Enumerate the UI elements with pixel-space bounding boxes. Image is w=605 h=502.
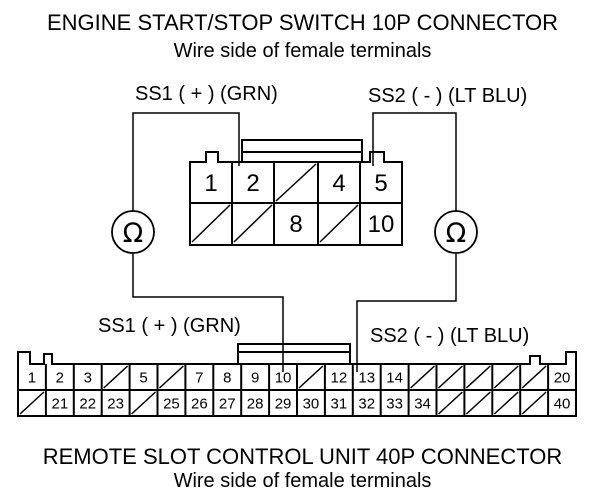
bottom-connector-terminal-21: 21 (52, 395, 69, 412)
top-connector-terminal-4: 4 (332, 170, 345, 197)
bottom-connector-terminal-25: 25 (163, 395, 180, 412)
bottom-connector-latch (237, 343, 351, 365)
bottom-connector-terminal-13: 13 (358, 369, 375, 386)
ss2-bottom-label: SS2 ( - ) (LT BLU) (370, 325, 530, 347)
bottom-connector-subtitle: Wire side of female terminals (173, 470, 432, 492)
bottom-connector-terminal-28: 28 (247, 395, 264, 412)
ss2-wire-bottom (356, 254, 457, 372)
bottom-connector-terminal-31: 31 (331, 395, 348, 412)
bottom-connector-blank-terminal (19, 391, 45, 415)
ss1-bottom-label: SS1 ( + ) (GRN) (98, 315, 241, 337)
ss1-top-label: SS1 ( + ) (GRN) (135, 83, 278, 105)
ss2-wire-top (372, 112, 457, 211)
bottom-connector-blank-terminal (298, 365, 324, 389)
top-connector-blank-terminal (319, 204, 359, 243)
bottom-connector-blank-terminal (521, 365, 547, 389)
bottom-connector-blank-terminal (437, 365, 463, 389)
ohmmeter-left-circle (111, 210, 155, 254)
bottom-connector-blank-terminal (465, 391, 491, 415)
ohmmeter-right-circle (434, 210, 478, 254)
bottom-connector-terminal-33: 33 (386, 395, 403, 412)
bottom-connector-terminal-14: 14 (386, 369, 403, 386)
bottom-connector-terminal-12: 12 (331, 369, 348, 386)
bottom-connector-terminal-23: 23 (107, 395, 124, 412)
top-connector-terminal-10: 10 (368, 211, 395, 238)
bottom-connector-blank-terminal (437, 391, 463, 415)
top-connector-body (189, 151, 403, 246)
ss2-top-label: SS2 ( - ) (LT BLU) (368, 85, 528, 107)
ohm-icon-left: Ω (123, 218, 144, 249)
bottom-connector-terminal-8: 8 (223, 369, 231, 386)
top-connector-terminal-5: 5 (374, 170, 387, 197)
top-connector-blank-terminal (275, 163, 317, 202)
bottom-connector-terminal-27: 27 (219, 395, 236, 412)
ohmmeter-left: Ω (111, 210, 155, 254)
ss1-wire-top (132, 112, 240, 211)
top-connector-blank-terminal (191, 204, 231, 243)
top-connector-title: ENGINE START/STOP SWITCH 10P CONNECTOR (47, 10, 558, 35)
bottom-connector-terminal-40: 40 (554, 395, 571, 412)
top-connector-terminal-2: 2 (246, 170, 259, 197)
top-connector-terminal-8: 8 (289, 211, 302, 238)
ohmmeter-right: Ω (434, 210, 478, 254)
bottom-connector-terminal-2: 2 (56, 369, 64, 386)
bottom-connector-terminal-9: 9 (251, 369, 259, 386)
bottom-connector-terminal-29: 29 (275, 395, 292, 412)
bottom-connector-terminal-3: 3 (84, 369, 92, 386)
bottom-connector-blank-terminal (158, 365, 184, 389)
bottom-connector-terminal-10: 10 (275, 369, 292, 386)
bottom-connector-blank-terminal (410, 365, 436, 389)
bottom-connector-blank-terminal (465, 365, 491, 389)
top-connector-terminal-1: 1 (204, 170, 217, 197)
bottom-connector-terminal-30: 30 (303, 395, 320, 412)
bottom-connector-terminal-26: 26 (191, 395, 208, 412)
bottom-connector-title: REMOTE SLOT CONTROL UNIT 40P CONNECTOR (42, 444, 563, 469)
top-connector-subtitle: Wire side of female terminals (173, 40, 432, 62)
bottom-connector-terminal-20: 20 (554, 369, 571, 386)
top-connector (189, 139, 403, 246)
bottom-connector-terminal-5: 5 (139, 369, 147, 386)
bottom-connector-blank-terminal (493, 365, 519, 389)
bottom-connector-terminal-7: 7 (195, 369, 203, 386)
bottom-connector-terminal-1: 1 (28, 369, 36, 386)
bottom-connector-terminal-22: 22 (79, 395, 96, 412)
ss1-wire-bottom (132, 254, 284, 372)
bottom-connector-blank-terminal (131, 391, 157, 415)
top-connector-blank-terminal (233, 204, 273, 243)
bottom-connector-terminal-34: 34 (414, 395, 431, 412)
ohm-icon-right: Ω (446, 218, 467, 249)
bottom-connector-blank-terminal (493, 391, 519, 415)
bottom-connector-terminal-32: 32 (358, 395, 375, 412)
wires (132, 112, 457, 372)
bottom-connector-blank-terminal (103, 365, 129, 389)
bottom-connector-blank-terminal (521, 391, 547, 415)
